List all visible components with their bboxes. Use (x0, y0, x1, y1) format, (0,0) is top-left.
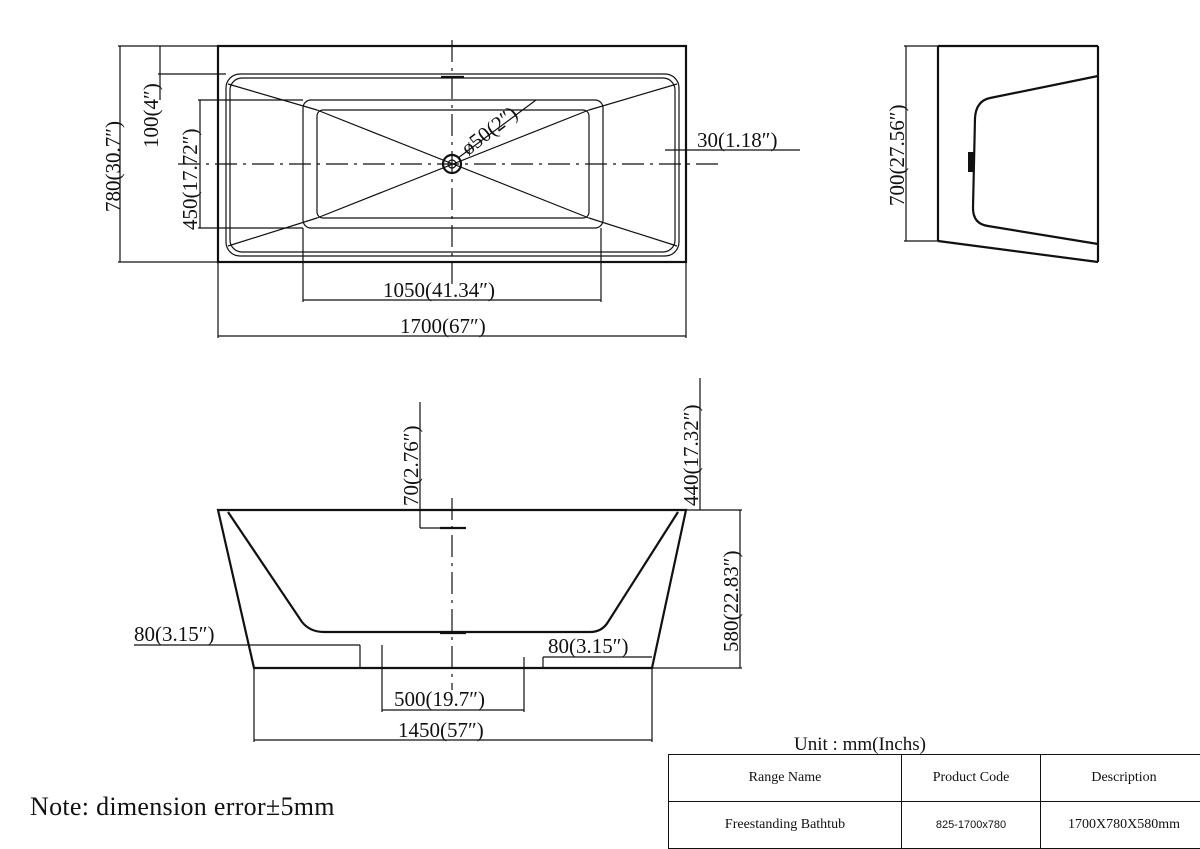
top-view: 1700(67″) 1050(41.34″) 30(1.18″) ø50(2″)… (101, 40, 800, 338)
dim-front-height: 580(22.83″) (719, 551, 743, 652)
header-description: Description (1041, 755, 1200, 802)
dim-top-width: 780(30.7″) (101, 121, 125, 212)
dim-base-inner: 500(19.7″) (394, 687, 485, 711)
dim-overflow-height: 440(17.32″) (679, 405, 703, 506)
spec-table: Range Name Product Code Description Free… (668, 754, 1200, 849)
spec-header-row: Range Name Product Code Description (669, 755, 1200, 802)
dim-base-right: 80(3.15″) (548, 634, 628, 658)
side-view: 700(27.56″) (885, 46, 1098, 262)
front-basin-profile (228, 512, 678, 632)
dim-side-height: 700(27.56″) (885, 105, 909, 206)
dim-rim-offset: 30(1.18″) (697, 128, 777, 152)
tolerance-note: Note: dimension error±5mm (30, 792, 335, 822)
front-view: 70(2.76″) 440(17.32″) 580(22.83″) 80(3.1… (134, 378, 743, 742)
dim-drain-depth: 70(2.76″) (399, 426, 423, 506)
cell-product-code: 825-1700x780 (902, 802, 1041, 849)
header-product-code: Product Code (902, 755, 1041, 802)
unit-label: Unit : mm(Inchs) (760, 734, 960, 756)
cell-description: 1700X780X580mm (1041, 802, 1200, 849)
dim-top-inner-length: 1050(41.34″) (383, 278, 495, 302)
dim-base-length: 1450(57″) (398, 718, 484, 742)
side-basin-profile (973, 76, 1098, 244)
dim-top-length: 1700(67″) (400, 314, 486, 338)
dim-top-rim: 100(4″) (139, 83, 163, 148)
spec-data-row: Freestanding Bathtub 825-1700x780 1700X7… (669, 802, 1200, 849)
dim-top-inner-width: 450(17.72″) (178, 129, 202, 230)
dim-base-left: 80(3.15″) (134, 622, 214, 646)
cell-range-name: Freestanding Bathtub (669, 802, 902, 849)
side-overflow (968, 152, 974, 172)
header-range-name: Range Name (669, 755, 902, 802)
